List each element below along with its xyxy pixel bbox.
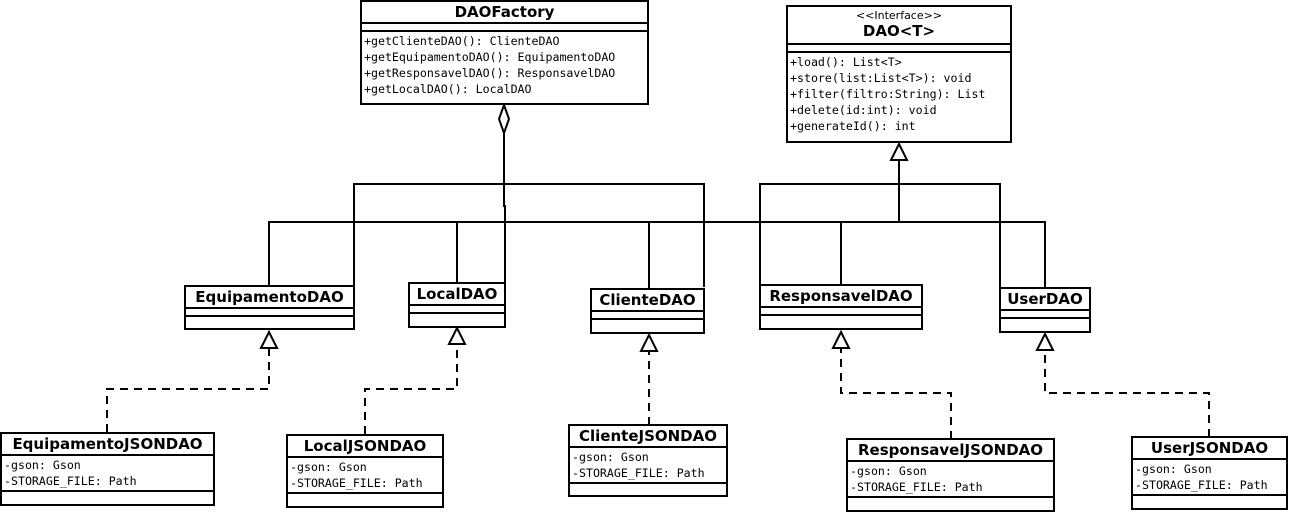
class-cliente-dao: ClienteDAO xyxy=(590,288,705,334)
attribute: -STORAGE_FILE: Path xyxy=(290,476,423,490)
class-local-dao: LocalDAO xyxy=(408,282,506,328)
attributes-compartment xyxy=(362,24,647,32)
operations-compartment xyxy=(592,320,703,326)
operations-compartment xyxy=(1001,319,1089,325)
attribute: -gson: Gson xyxy=(850,464,927,478)
operation: +delete(id:int): void xyxy=(790,103,937,117)
operations-compartment xyxy=(288,494,442,500)
attributes-compartment xyxy=(788,45,1010,53)
operations-compartment xyxy=(570,484,726,490)
operation: +filter(filtro:String): List xyxy=(790,87,986,101)
class-local-json-dao: LocalJSONDAO -gson: Gson -STORAGE_FILE: … xyxy=(286,434,444,508)
attribute: -gson: Gson xyxy=(290,460,367,474)
attribute: -STORAGE_FILE: Path xyxy=(850,480,983,494)
operation: +store(list:List<T>): void xyxy=(790,71,972,85)
generalization-edges xyxy=(268,160,1046,289)
attributes-compartment xyxy=(592,312,703,320)
attribute: -STORAGE_FILE: Path xyxy=(4,474,137,488)
realization-arrow-icon xyxy=(639,332,659,352)
class-name: DAO<T> xyxy=(862,22,936,40)
class-responsavel-json-dao: ResponsavelJSONDAO -gson: Gson -STORAGE_… xyxy=(846,438,1055,512)
realization-arrow-icon xyxy=(831,329,851,349)
class-equipamento-json-dao: EquipamentoJSONDAO -gson: Gson -STORAGE_… xyxy=(0,432,215,506)
attributes-compartment xyxy=(761,308,921,316)
operation: +getEquipamentoDAO(): EquipamentoDAO xyxy=(364,50,616,64)
realization-arrow-icon xyxy=(259,329,279,349)
realization-arrows xyxy=(259,325,1055,352)
operations-compartment xyxy=(1133,496,1286,502)
attributes-compartment: -gson: Gson -STORAGE_FILE: Path xyxy=(570,448,726,484)
attribute: -STORAGE_FILE: Path xyxy=(572,466,705,480)
attributes-compartment xyxy=(410,306,504,314)
stereotype: <<Interface>> xyxy=(855,9,943,22)
operations-compartment: +getClienteDAO(): ClienteDAO +getEquipam… xyxy=(362,32,647,98)
class-user-dao: UserDAO xyxy=(999,287,1091,333)
interface-dao: <<Interface>> DAO<T> +load(): List<T> +s… xyxy=(786,5,1012,143)
realization-edges xyxy=(106,344,1210,439)
attribute: -STORAGE_FILE: Path xyxy=(1135,478,1268,492)
operations-compartment: +load(): List<T> +store(list:List<T>): v… xyxy=(788,53,1010,135)
class-responsavel-dao: ResponsavelDAO xyxy=(759,284,923,330)
realization-arrow-icon xyxy=(447,325,467,345)
realization-arrow-icon xyxy=(1035,331,1055,351)
class-name: LocalJSONDAO xyxy=(288,436,442,458)
class-name: ClienteDAO xyxy=(592,290,703,312)
operation: +getLocalDAO(): LocalDAO xyxy=(364,82,532,96)
class-name: EquipamentoDAO xyxy=(186,287,353,309)
aggregation-edges xyxy=(353,132,705,287)
class-name: ResponsavelDAO xyxy=(761,286,921,308)
attribute: -gson: Gson xyxy=(1135,462,1212,476)
class-cliente-json-dao: ClienteJSONDAO -gson: Gson -STORAGE_FILE… xyxy=(568,424,728,497)
attributes-compartment: -gson: Gson -STORAGE_FILE: Path xyxy=(288,458,442,494)
class-name: DAOFactory xyxy=(362,2,647,24)
class-equipamento-dao: EquipamentoDAO xyxy=(184,285,355,330)
operations-compartment xyxy=(761,316,921,322)
class-name: ResponsavelJSONDAO xyxy=(848,440,1053,462)
class-dao-factory: DAOFactory +getClienteDAO(): ClienteDAO … xyxy=(360,0,649,105)
generalization-arrow-icon xyxy=(889,141,909,161)
class-name: LocalDAO xyxy=(410,284,504,306)
operation: +generateId(): int xyxy=(790,119,916,133)
attribute: -gson: Gson xyxy=(4,458,81,472)
class-name: UserJSONDAO xyxy=(1133,438,1286,460)
operations-compartment xyxy=(186,317,353,323)
attributes-compartment xyxy=(186,309,353,317)
class-name-block: <<Interface>> DAO<T> xyxy=(788,7,1010,45)
class-name: ClienteJSONDAO xyxy=(570,426,726,448)
operations-compartment xyxy=(2,492,213,498)
attributes-compartment xyxy=(1001,311,1089,319)
aggregation-diamond-icon xyxy=(497,102,511,136)
operation: +getResponsavelDAO(): ResponsavelDAO xyxy=(364,66,616,80)
operation: +load(): List<T> xyxy=(790,55,902,69)
attributes-compartment: -gson: Gson -STORAGE_FILE: Path xyxy=(848,462,1053,498)
attribute: -gson: Gson xyxy=(572,450,649,464)
class-name: UserDAO xyxy=(1001,289,1089,311)
operation: +getClienteDAO(): ClienteDAO xyxy=(364,34,560,48)
attributes-compartment: -gson: Gson -STORAGE_FILE: Path xyxy=(2,456,213,492)
operations-compartment xyxy=(848,498,1053,504)
class-name: EquipamentoJSONDAO xyxy=(2,434,213,456)
class-user-json-dao: UserJSONDAO -gson: Gson -STORAGE_FILE: P… xyxy=(1131,436,1288,510)
attributes-compartment: -gson: Gson -STORAGE_FILE: Path xyxy=(1133,460,1286,496)
operations-compartment xyxy=(410,314,504,320)
